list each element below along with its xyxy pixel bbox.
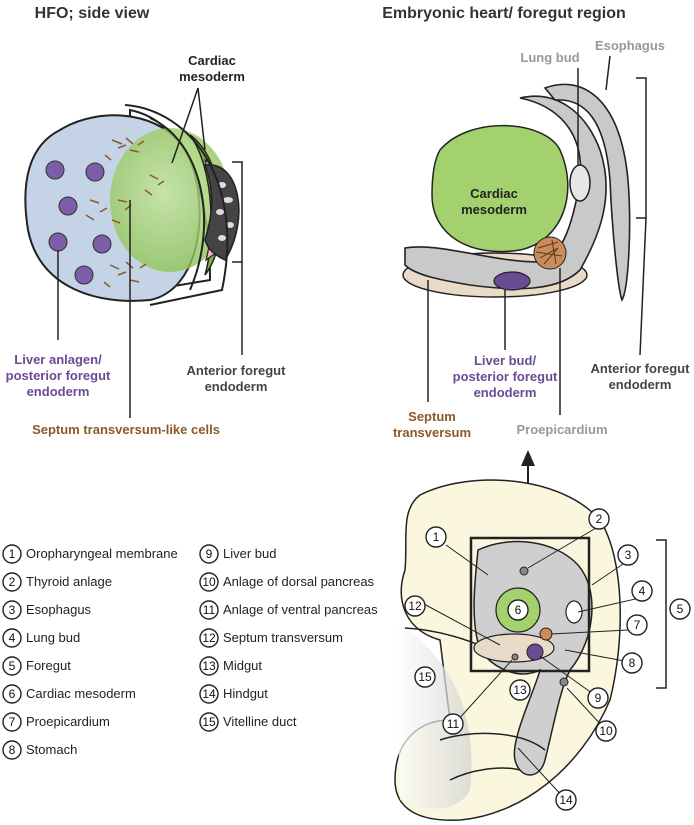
liver-bud [493,271,531,291]
legend-num-2: 2 [9,575,16,589]
legend-label-1: Oropharyngeal membrane [26,546,178,561]
right-anterior-label-2: endoderm [609,377,672,392]
embryo-marker-8: 8 [629,656,636,670]
embryo-marker-4: 4 [639,584,646,598]
legend-label-15: Vitelline duct [223,714,297,729]
embryo-marker-7: 7 [634,618,641,632]
legend-num-9: 9 [206,547,213,561]
legend-label-3: Esophagus [26,602,92,617]
zoom-box [469,536,591,673]
legend-label-11: Anlage of ventral pancreas [223,602,378,617]
embryo-marker-13: 13 [513,683,527,697]
legend-num-14: 14 [202,687,216,701]
liver-cell [45,160,65,180]
legend-num-3: 3 [9,603,16,617]
right-proepicardium-label: Proepicardium [516,422,607,437]
legend-label-7: Proepicardium [26,714,110,729]
legend-label-2: Thyroid anlage [26,574,112,589]
legend-num-4: 4 [9,631,16,645]
embryo-marker-10: 10 [599,724,613,738]
hfo-organoid [24,104,240,306]
legend-label-5: Foregut [26,658,71,673]
cardiac-mesoderm-sphere [110,128,230,272]
embryo-marker-1: 1 [433,530,440,544]
legend-num-7: 7 [9,715,16,729]
right-liverbud-label-2: posterior foregut [453,369,558,384]
title-right: Embryonic heart/ foregut region [382,5,626,22]
legend-label-12: Septum transversum [223,630,343,645]
right-liverbud-label-3: endoderm [474,385,537,400]
septum-like-cells [85,137,165,288]
embryo-marker-5: 5 [677,602,684,616]
legend-label-4: Lung bud [26,630,80,645]
embryonic-heart-diagram [402,83,631,302]
liver-cell [92,234,112,254]
left-anterior-label-2: endoderm [205,379,268,394]
embryo-number-markers: 1 2 3 4 5 6 7 8 9 10 11 12 13 14 15 [404,508,691,811]
legend-num-6: 6 [9,687,16,701]
legend-label-6: Cardiac mesoderm [26,686,136,701]
right-esophagus-label: Esophagus [595,38,665,53]
right-cardiac-label-2: mesoderm [461,202,527,217]
legend: 1 Oropharyngeal membrane 2 Thyroid anlag… [2,544,378,760]
left-liver-label-1: Liver anlagen/ [14,352,102,367]
embryo-marker-6: 6 [515,603,522,617]
title-left: HFO; side view [35,5,150,22]
embryo-marker-14: 14 [559,793,573,807]
right-liverbud-label-1: Liver bud/ [474,353,537,368]
legend-label-9: Liver bud [223,546,276,561]
embryo-marker-2: 2 [596,512,603,526]
embryo-marker-15: 15 [418,670,432,684]
legend-num-15: 15 [202,715,216,729]
left-liver-label-3: endoderm [27,384,90,399]
cardiac-mesoderm [431,124,569,253]
embryo-diagram [394,479,667,821]
embryo-marker-9: 9 [595,691,602,705]
legend-num-13: 13 [202,659,216,673]
legend-label-13: Midgut [223,658,262,673]
embryo-marker-3: 3 [625,548,632,562]
esophagus [543,83,631,302]
left-cardiac-label-2: mesoderm [179,69,245,84]
embryo-marker-11: 11 [447,717,460,731]
lung-bud [569,164,591,202]
left-septum-like-label: Septum transversum-like cells [32,422,220,437]
left-anterior-label-1: Anterior foregut [187,363,287,378]
liver-cell [85,162,105,182]
liver-cell [58,196,78,216]
legend-num-1: 1 [9,547,16,561]
legend-label-10: Anlage of dorsal pancreas [223,574,375,589]
right-septum-label-1: Septum [408,409,456,424]
legend-num-12: 12 [202,631,216,645]
right-septum-label-2: transversum [393,425,471,440]
legend-num-10: 10 [202,575,216,589]
legend-num-11: 11 [203,603,216,617]
liver-cell [74,265,94,285]
legend-label-8: Stomach [26,742,77,757]
right-cardiac-label-1: Cardiac [470,186,518,201]
right-lungbud-label: Lung bud [520,50,579,65]
left-liver-label-2: posterior foregut [6,368,111,383]
legend-num-8: 8 [9,743,16,757]
legend-num-5: 5 [9,659,16,673]
right-anterior-label-1: Anterior foregut [591,361,691,376]
left-cardiac-label-1: Cardiac [188,53,236,68]
embryo-marker-12: 12 [408,599,422,613]
legend-label-14: Hindgut [223,686,268,701]
liver-cell [48,232,68,252]
